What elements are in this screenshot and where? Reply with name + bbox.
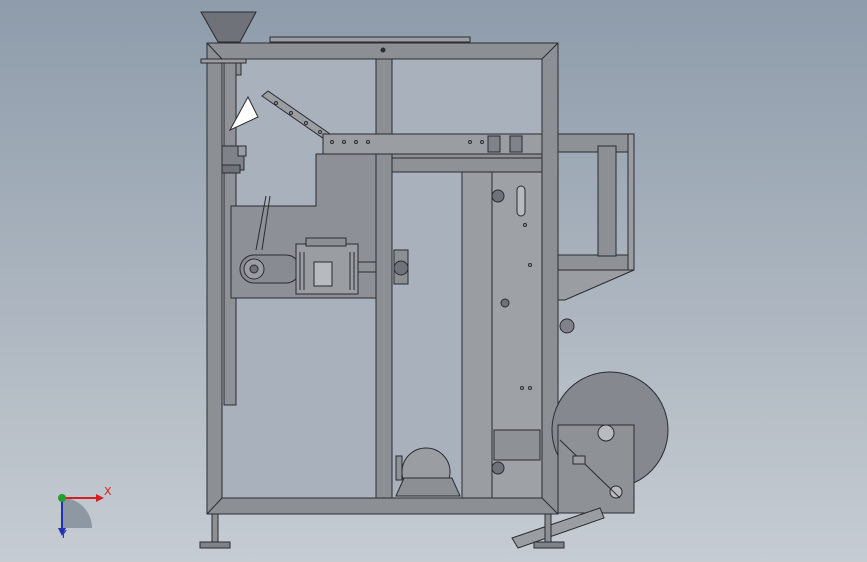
- y-axis-label: Y: [60, 528, 67, 541]
- axis-triad: [58, 494, 104, 536]
- right-column: [461, 171, 543, 499]
- sprocket: [393, 249, 409, 285]
- film-roll: [551, 371, 669, 514]
- right-bracket: [557, 133, 635, 301]
- deflector-plate: [228, 95, 259, 132]
- side-fitting: [559, 318, 575, 334]
- gear-motor: [295, 237, 377, 295]
- bottom-motor: [395, 447, 461, 497]
- lower-swing-arm: [511, 507, 605, 549]
- right-foot: [533, 513, 565, 549]
- belt-drive: [239, 254, 301, 284]
- left-foot: [199, 513, 231, 549]
- cross-rail: [322, 133, 543, 173]
- x-axis-label: X: [104, 485, 112, 498]
- top-cover-plate: [269, 36, 471, 43]
- top-hopper: [200, 11, 257, 47]
- top-left-bracket: [200, 58, 247, 64]
- center-post: [375, 58, 393, 499]
- left-chute: [221, 62, 247, 406]
